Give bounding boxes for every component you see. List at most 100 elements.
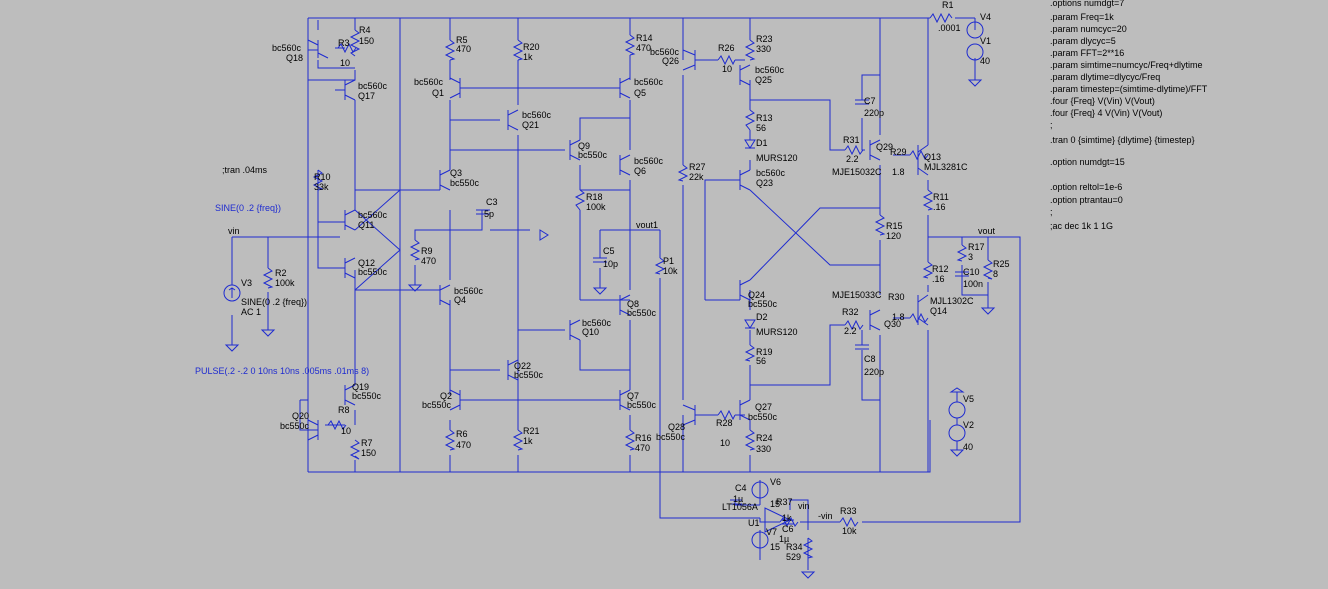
directive-line: .option reltol=1e-6: [1050, 182, 1122, 192]
r24-label: R24: [756, 433, 773, 443]
r20-value: 1k: [523, 52, 533, 62]
v6-label: V6: [770, 477, 781, 487]
v3-value: SINE(0 .2 {freq}): [241, 297, 307, 307]
q2-label: Q2: [440, 391, 452, 401]
c4-label: C4: [735, 483, 747, 493]
u1-label: U1: [748, 518, 760, 528]
q1-label: Q1: [432, 88, 444, 98]
q13-label: Q13: [924, 152, 941, 162]
r13-label: R13: [756, 113, 773, 123]
opamp-symbol: [764, 507, 792, 533]
diode-labels: D1 MURS120 D2 MURS120: [756, 138, 798, 337]
r8-value: 10: [341, 426, 351, 436]
q17-model: bc560c: [358, 81, 388, 91]
r29-label: R29: [890, 147, 907, 157]
p1-label: P1: [663, 256, 674, 266]
net-labels: vin vout1 vout vin -vin: [228, 220, 996, 521]
r25-value: 8: [993, 269, 998, 279]
c3-label: C3: [486, 197, 498, 207]
r34-label: R34: [786, 542, 803, 552]
r30-value: 1.8: [892, 312, 905, 322]
net-vout: vout: [978, 226, 996, 236]
q12-label: Q12: [358, 258, 375, 268]
r29-value: 1.8: [892, 167, 905, 177]
v3-label: V3: [241, 278, 252, 288]
r37-label: R37: [776, 497, 793, 507]
r2-value: 100k: [275, 278, 295, 288]
q13-model: MJL3281C: [924, 162, 968, 172]
net-neg-vin: -vin: [818, 511, 833, 521]
r14-value: 470: [636, 43, 651, 53]
q25-label: Q25: [755, 75, 772, 85]
directive-line: ;ac dec 1k 1 1G: [1050, 221, 1113, 231]
r15-label: R15: [886, 221, 903, 231]
r33-value: 10k: [842, 526, 857, 536]
r20-label: R20: [523, 42, 540, 52]
v2-value: 40: [963, 442, 973, 452]
c5-value: 10p: [603, 259, 618, 269]
q18-label: Q18: [286, 53, 303, 63]
resistor-symbols: [262, 12, 994, 559]
u1-model: LT1056A: [722, 502, 758, 512]
v2-label: V2: [963, 420, 974, 430]
r13-value: 56: [756, 123, 766, 133]
p1-value: 10k: [663, 266, 678, 276]
r19-label: R19: [756, 347, 773, 357]
c7-label: C7: [864, 96, 876, 106]
directive-line: .four {Freq} 4 V(Vin) V(Vout): [1050, 108, 1162, 118]
r5-value: 470: [456, 44, 471, 54]
d1-label: D1: [756, 138, 768, 148]
pulse-source-text: PULSE(.2 -.2 0 10ns 10ns .005ms .01ms 8): [195, 366, 369, 376]
r1-value: .0001: [938, 23, 961, 33]
v6-value: 15: [770, 499, 780, 509]
r31-value: 2.2: [846, 154, 859, 164]
r25-label: R25: [993, 259, 1010, 269]
r30-label: R30: [888, 292, 905, 302]
q2-model: bc550c: [422, 400, 452, 410]
r6-label: R6: [456, 429, 468, 439]
r28-value: 10: [720, 438, 730, 448]
directive-line: .param dlycyc=5: [1050, 36, 1116, 46]
diode-symbols: [744, 139, 756, 329]
c5-label: C5: [603, 246, 615, 256]
q24-label: Q24: [748, 290, 765, 300]
sine-source-text: SINE(0 .2 {freq}): [215, 203, 281, 213]
r34-value: 529: [786, 552, 801, 562]
c4-value: 1µ: [733, 494, 743, 504]
q20-label: Q20: [292, 411, 309, 421]
r31-label: R31: [843, 135, 860, 145]
r3-label: R3: [338, 38, 350, 48]
q21-model: bc560c: [522, 110, 552, 120]
r15-value: 120: [886, 231, 901, 241]
q14-model: MJL1302C: [930, 296, 974, 306]
r7-value: 150: [361, 448, 376, 458]
c6-value: 1µ: [779, 534, 789, 544]
q3-label: Q3: [450, 168, 462, 178]
q23-model: bc560c: [756, 168, 786, 178]
directive-line: ;: [1050, 120, 1053, 130]
r33-label: R33: [840, 506, 857, 516]
q6-model: bc560c: [634, 156, 664, 166]
q28-model: bc550c: [656, 432, 686, 442]
q4-model: bc560c: [454, 286, 484, 296]
q11-model: bc560c: [358, 210, 388, 220]
q10-label: Q10: [582, 327, 599, 337]
r8-label: R8: [338, 405, 350, 415]
d2-label: D2: [756, 312, 768, 322]
r32-value: 2.2: [844, 326, 857, 336]
q27-model: bc550c: [748, 412, 778, 422]
q22-model: bc550c: [514, 370, 544, 380]
q22-label: Q22: [514, 361, 531, 371]
r11-value: .16: [933, 202, 946, 212]
r11-label: R11: [933, 192, 949, 202]
q11-label: Q11: [358, 220, 374, 230]
q9-label: Q9: [578, 141, 590, 151]
q27-label: Q27: [755, 402, 772, 412]
net-vin-2: vin: [798, 501, 810, 511]
r12-label: R12: [932, 264, 949, 274]
v7-value: 15: [770, 542, 780, 552]
c10-value: 100n: [963, 279, 983, 289]
r18-label: R18: [586, 192, 603, 202]
q7-label: Q7: [627, 391, 639, 401]
capacitor-symbols: [476, 99, 969, 525]
